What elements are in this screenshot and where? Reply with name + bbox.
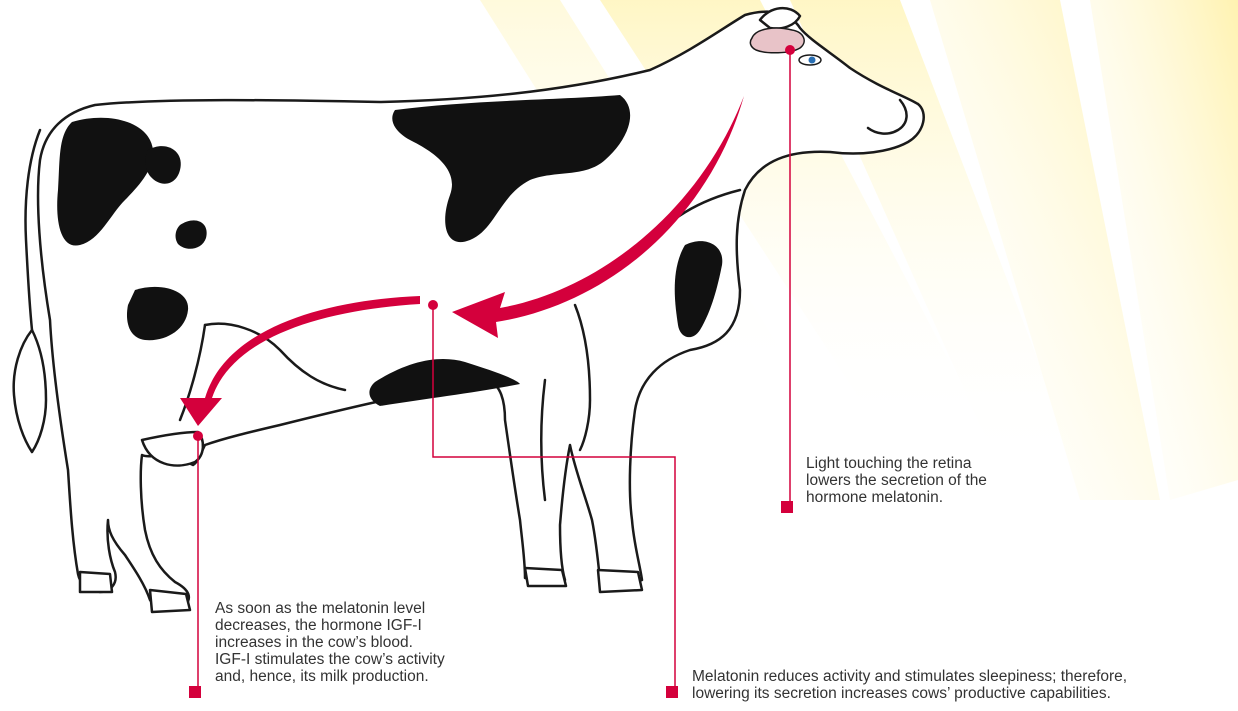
marker-square-udder <box>189 686 201 698</box>
marker-dot-retina <box>785 45 795 55</box>
cow-hoof <box>598 570 642 592</box>
pupil-icon <box>809 57 816 64</box>
cow-hoof <box>150 590 190 612</box>
cow-tail-tuft <box>14 330 46 452</box>
cow-hoof <box>525 568 566 586</box>
marker-dot-udder <box>193 431 203 441</box>
marker-square-retina <box>781 501 793 513</box>
brain-icon <box>750 28 804 53</box>
callout-igf-text: As soon as the melatonin level decreases… <box>215 600 445 685</box>
callout-retina-text: Light touching the retina lowers the sec… <box>806 455 987 506</box>
marker-square-activity <box>666 686 678 698</box>
cow-hoof <box>80 572 112 592</box>
callout-activity-text: Melatonin reduces activity and stimulate… <box>692 668 1127 702</box>
marker-dot-body <box>428 300 438 310</box>
